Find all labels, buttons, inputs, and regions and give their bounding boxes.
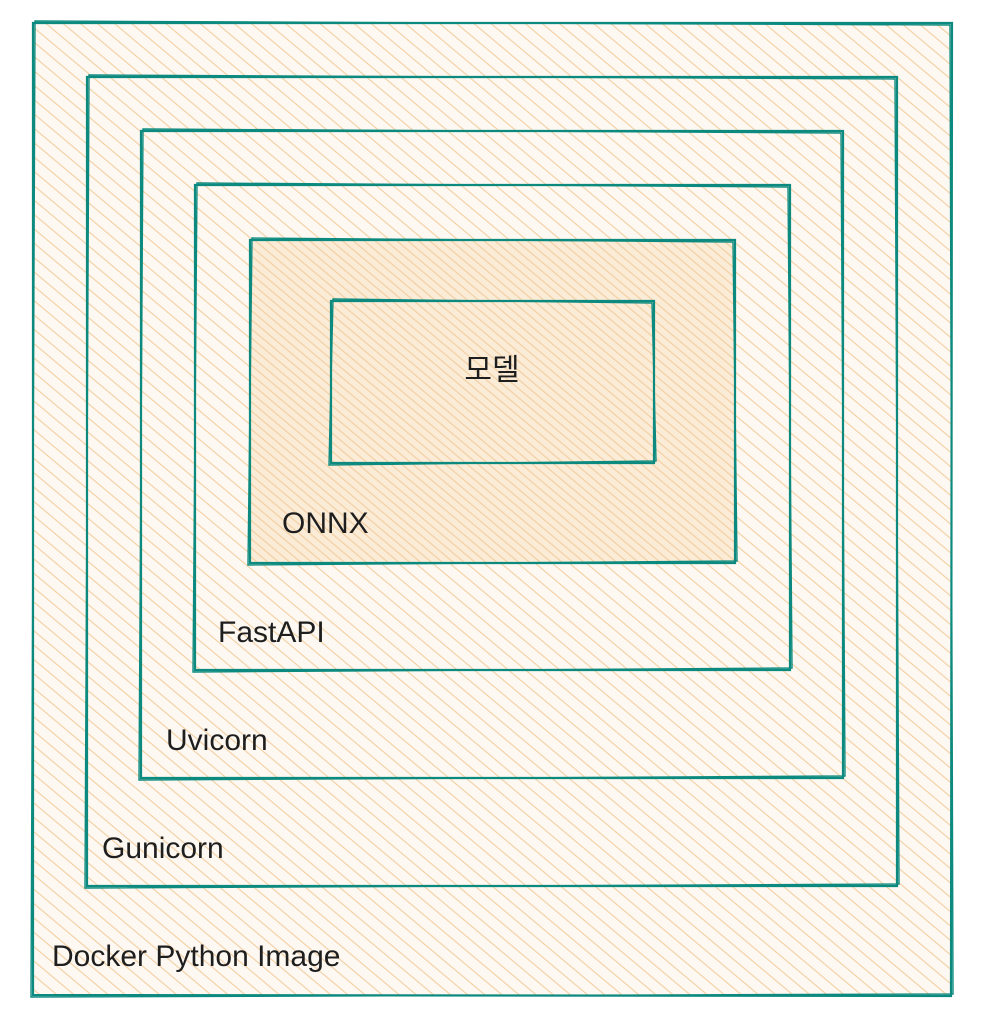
model-box: 모델	[328, 298, 657, 466]
gunicorn-layer-label: Gunicorn	[102, 832, 224, 865]
fastapi-layer-label: FastAPI	[218, 616, 325, 649]
onnx-layer-label: ONNX	[282, 507, 369, 540]
uvicorn-layer-label: Uvicorn	[166, 724, 268, 757]
docker-layer-label: Docker Python Image	[52, 940, 340, 973]
model-label: 모델	[464, 353, 519, 388]
